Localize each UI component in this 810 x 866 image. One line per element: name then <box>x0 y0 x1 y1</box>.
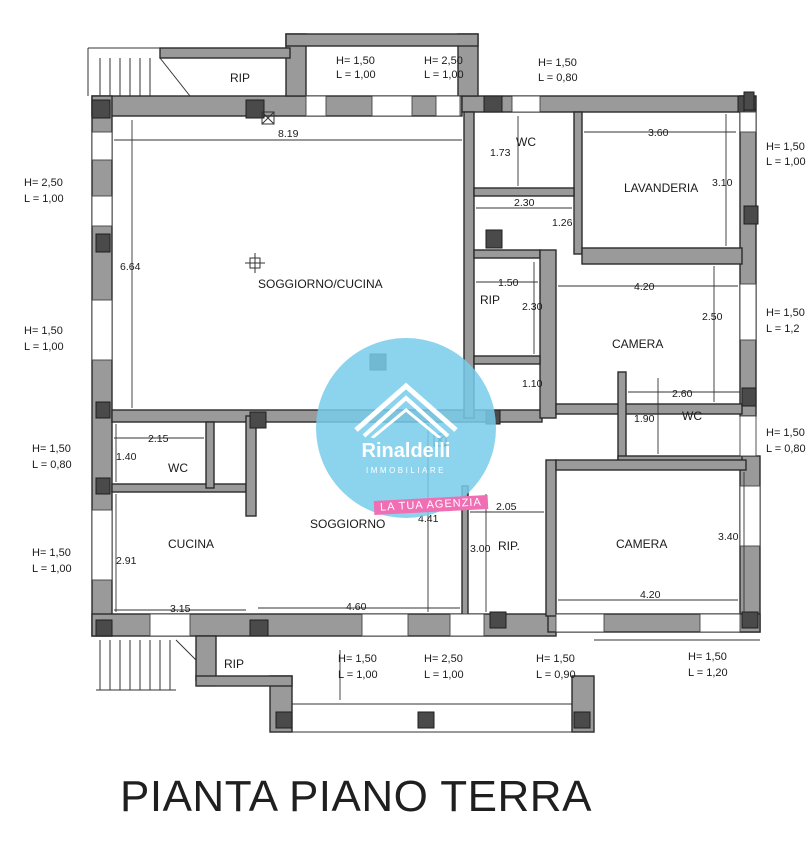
opening-l: L = 0,80 <box>538 72 578 84</box>
dim-label: 3.15 <box>170 603 191 615</box>
house-roof-icon <box>354 382 458 438</box>
opening-l: L = 1,00 <box>424 69 464 81</box>
dim-label: 1.10 <box>522 378 543 390</box>
watermark-brand: Rinaldelli <box>361 440 451 462</box>
opening-h: H= 1,50 <box>766 427 805 439</box>
opening-l: L = 1,2 <box>766 323 800 335</box>
dim-label: 2.30 <box>522 301 543 313</box>
room-rip-bottom: RIP <box>224 657 244 671</box>
opening-l: L = 1,00 <box>424 669 464 681</box>
opening-l: L = 1,00 <box>32 563 72 575</box>
room-labels: RIP WC LAVANDERIA SOGGIORNO/CUCINA RIP C… <box>168 71 702 671</box>
opening-l: L = 1,20 <box>688 667 728 679</box>
plan-title: PIANTA PIANO TERRA <box>120 772 592 821</box>
dim-label: 2.50 <box>702 311 723 323</box>
opening-l: L = 1,00 <box>24 193 64 205</box>
room-rip-top: RIP <box>230 71 250 85</box>
dim-label: 4.20 <box>640 589 661 601</box>
dim-label: 3.10 <box>712 177 733 189</box>
opening-h: H= 2,50 <box>24 177 63 189</box>
watermark-logo: Rinaldelli IMMOBILIARE LA TUA AGENZIA <box>316 338 496 518</box>
opening-l: L = 1,00 <box>336 69 376 81</box>
opening-h: H= 1,50 <box>336 55 375 67</box>
opening-h: H= 2,50 <box>424 55 463 67</box>
opening-h: H= 1,50 <box>688 651 727 663</box>
room-lavanderia: LAVANDERIA <box>624 181 698 195</box>
opening-l: L = 0,80 <box>32 459 72 471</box>
porch-outlines <box>87 47 760 733</box>
windows <box>91 95 761 637</box>
room-cucina: CUCINA <box>168 537 214 551</box>
dim-label: 6.64 <box>120 261 141 273</box>
room-wc-right: WC <box>682 409 702 423</box>
opening-h: H= 1,50 <box>766 141 805 153</box>
dim-label: 8.19 <box>278 128 299 140</box>
room-camera-top: CAMERA <box>612 337 663 351</box>
dim-label: 1.90 <box>634 413 655 425</box>
room-soggiorno-cucina: SOGGIORNO/CUCINA <box>258 277 383 291</box>
dimension-labels: 8.19 6.64 1.73 2.30 1.26 3.60 3.10 1.50 … <box>116 127 739 615</box>
dim-label: 3.40 <box>718 531 739 543</box>
dim-label: 4.60 <box>346 601 367 613</box>
watermark-subtitle: IMMOBILIARE <box>366 466 446 475</box>
room-wc-left: WC <box>168 461 188 475</box>
opening-h: H= 1,50 <box>766 307 805 319</box>
opening-h: H= 2,50 <box>424 653 463 665</box>
dim-label: 4.20 <box>634 281 655 293</box>
opening-h: H= 1,50 <box>32 547 71 559</box>
dim-label: 3.60 <box>648 127 669 139</box>
opening-h: H= 1,50 <box>338 653 377 665</box>
opening-h: H= 1,50 <box>536 653 575 665</box>
dim-label: 2.05 <box>496 501 517 513</box>
dim-label: 1.73 <box>490 147 511 159</box>
opening-h: H= 1,50 <box>24 325 63 337</box>
room-rip-low: RIP. <box>498 539 520 553</box>
room-rip-mid: RIP <box>480 293 500 307</box>
dim-label: 2.91 <box>116 555 137 567</box>
room-camera-bottom: CAMERA <box>616 537 667 551</box>
opening-labels: H= 1,50 L = 1,00 H= 2,50 L = 1,00 H= 1,5… <box>24 55 806 681</box>
dim-label: 1.40 <box>116 451 137 463</box>
opening-l: L = 0,80 <box>766 443 806 455</box>
dim-label: 3.00 <box>470 543 491 555</box>
opening-l: L = 1,00 <box>24 341 64 353</box>
opening-l: L = 0,90 <box>536 669 576 681</box>
dim-label: 2.15 <box>148 433 169 445</box>
opening-l: L = 1,00 <box>338 669 378 681</box>
room-wc-top: WC <box>516 135 536 149</box>
dim-label: 2.60 <box>672 388 693 400</box>
opening-h: H= 1,50 <box>538 57 577 69</box>
dim-label: 2.30 <box>514 197 535 209</box>
opening-l: L = 1,00 <box>766 156 806 168</box>
dim-label: 1.26 <box>552 217 573 229</box>
room-soggiorno: SOGGIORNO <box>310 517 385 531</box>
opening-h: H= 1,50 <box>32 443 71 455</box>
dim-label: 1.50 <box>498 277 519 289</box>
